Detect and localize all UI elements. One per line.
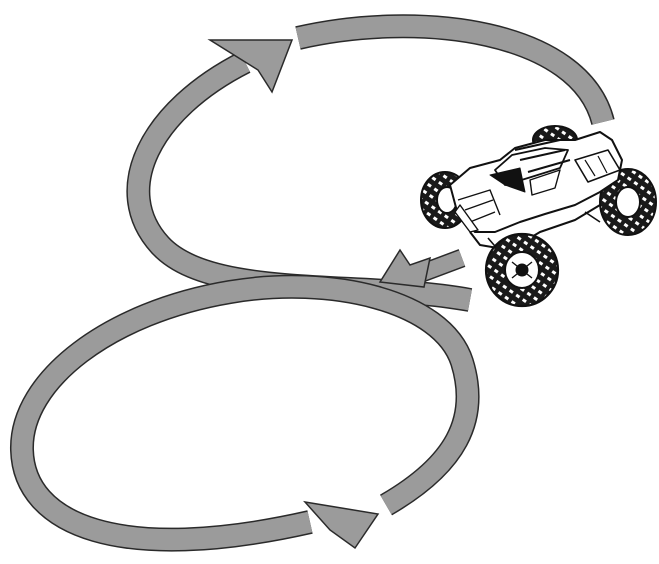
truck-wheel-front-right <box>484 232 560 308</box>
truck-wheel-rear-right <box>599 168 657 236</box>
truck-side-window <box>529 169 561 196</box>
lower-loop-band <box>11 276 479 551</box>
truck-bed <box>574 149 621 183</box>
truck-windshield <box>489 167 526 193</box>
monster-truck-icon <box>420 125 657 308</box>
upper-loop-band <box>295 15 614 126</box>
direction-arrow-icon <box>303 500 380 550</box>
direction-arrow-icon <box>378 248 466 288</box>
arrowhead-top <box>207 39 294 94</box>
lower-loop-path <box>9 274 480 552</box>
direction-arrow-icon <box>207 39 294 94</box>
arrowhead-bottom <box>303 500 380 550</box>
arrowhead-truck <box>378 248 432 288</box>
